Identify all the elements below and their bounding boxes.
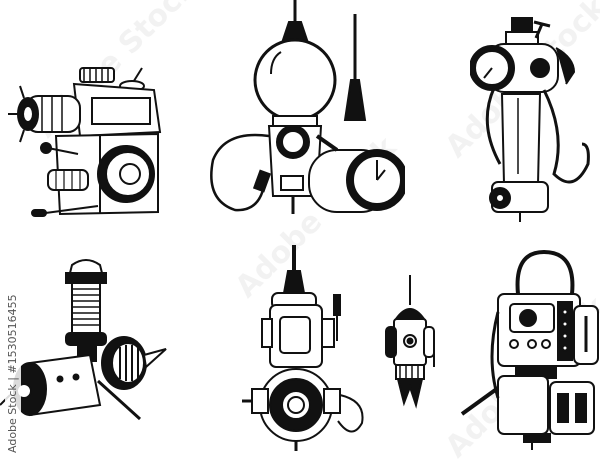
gauge-pump-illustration — [470, 14, 595, 224]
watermark-vertical: Adobe Stock | #1530516455 — [5, 294, 21, 453]
capsule-engine-illustration — [0, 255, 170, 430]
hydrant-machine-illustration — [242, 245, 367, 451]
globe-device-illustration — [205, 0, 405, 225]
small-pod-illustration — [382, 275, 442, 410]
radio-backpack-illustration — [458, 248, 600, 451]
camera-projector-illustration — [8, 62, 166, 222]
